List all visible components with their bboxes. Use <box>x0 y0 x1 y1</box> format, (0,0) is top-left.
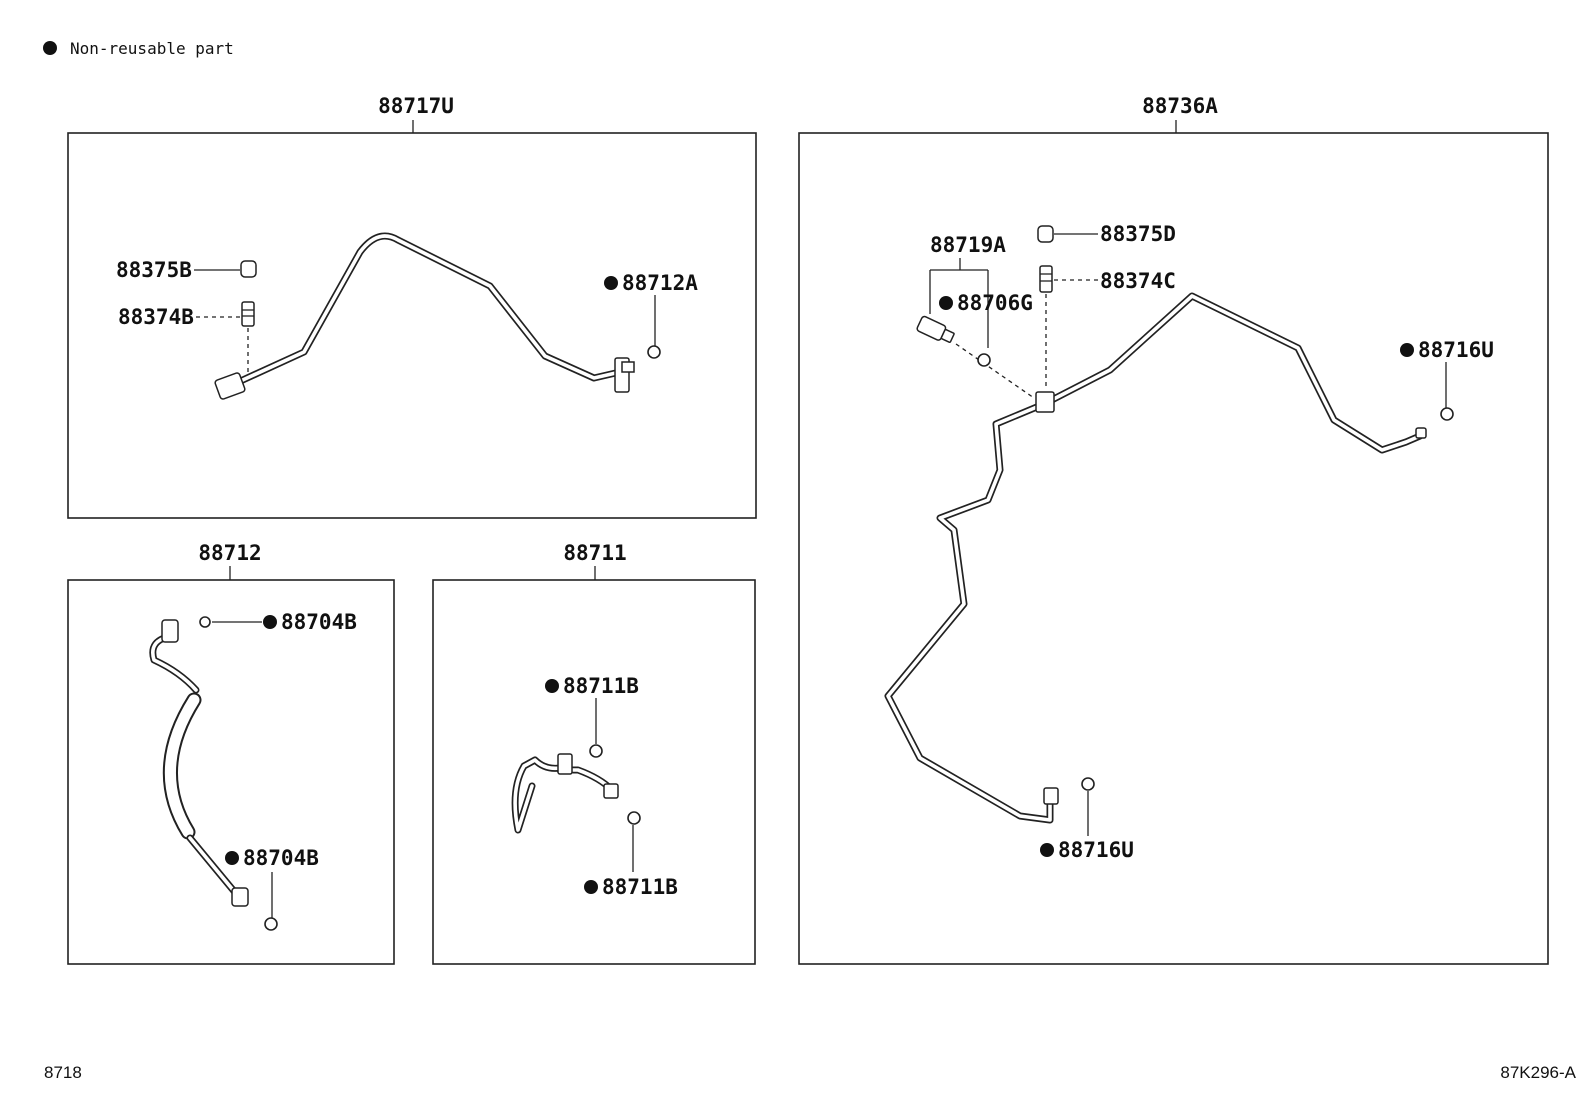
pipe-bracket-icon <box>1043 787 1059 805</box>
pipe-end-fitting-icon <box>214 372 246 400</box>
label-88711B-top[interactable]: 88711B <box>563 674 639 698</box>
label-88374C[interactable]: 88374C <box>1100 269 1176 293</box>
o-ring-icon <box>627 811 641 825</box>
liquid-tube-long <box>884 292 1424 824</box>
o-ring-icon <box>199 616 211 628</box>
figure-number: 8718 <box>44 1063 82 1082</box>
hose-end-fitting-icon <box>161 619 179 643</box>
hose-end-fitting-icon <box>231 887 249 907</box>
illustration-code: 87K296-A <box>1500 1063 1576 1082</box>
service-valve-core-icon <box>1039 265 1053 293</box>
pipe-bracket-icon <box>557 753 573 775</box>
label-88374B[interactable]: 88374B <box>118 305 194 329</box>
label-88716U-right[interactable]: 88716U <box>1418 338 1494 362</box>
group-label-88736A[interactable]: 88736A <box>1142 94 1218 118</box>
label-88716U-bottom[interactable]: 88716U <box>1058 838 1134 862</box>
non-reusable-dot-icon <box>939 296 953 310</box>
group-88712: 88712 88704B 88704B <box>67 541 395 965</box>
group-box-88736A <box>798 132 1549 965</box>
legend-text: Non-reusable part <box>70 39 234 58</box>
label-88375D[interactable]: 88375D <box>1100 222 1176 246</box>
label-88711B-bottom[interactable]: 88711B <box>602 875 678 899</box>
label-88719A[interactable]: 88719A <box>930 233 1006 257</box>
group-box-88717U <box>67 132 757 519</box>
non-reusable-dot-icon <box>263 615 277 629</box>
group-label-88711[interactable]: 88711 <box>563 541 626 565</box>
pressure-switch-icon <box>916 315 955 343</box>
group-88736A: 88736A 88375D 88374C 88719A 88 <box>798 94 1549 965</box>
group-label-88712[interactable]: 88712 <box>198 541 261 565</box>
pipe-end-fitting-icon <box>1415 427 1427 439</box>
service-valve-core-icon <box>241 301 255 327</box>
o-ring-icon <box>1440 407 1454 421</box>
non-reusable-dot-icon <box>1400 343 1414 357</box>
pipe-end-fitting-icon <box>603 783 619 799</box>
service-valve-cap-icon <box>240 260 257 278</box>
legend: Non-reusable part <box>43 39 234 58</box>
o-ring-icon <box>264 917 278 931</box>
non-reusable-dot-icon <box>545 679 559 693</box>
group-88711: 88711 88711B 88711B <box>432 541 756 965</box>
label-88375B[interactable]: 88375B <box>116 258 192 282</box>
o-ring-icon <box>977 353 991 367</box>
service-port-block-icon <box>1035 391 1055 413</box>
non-reusable-dot-icon <box>43 41 57 55</box>
o-ring-icon <box>647 345 661 359</box>
label-88704B-bottom[interactable]: 88704B <box>243 846 319 870</box>
non-reusable-dot-icon <box>604 276 618 290</box>
group-box-88712 <box>67 579 395 965</box>
non-reusable-dot-icon <box>225 851 239 865</box>
service-valve-cap-icon <box>1037 225 1054 243</box>
non-reusable-dot-icon <box>1040 843 1054 857</box>
group-88717U: 88717U 88375B 88374B 88712A <box>67 94 757 519</box>
o-ring-icon <box>589 744 603 758</box>
label-88704B-top[interactable]: 88704B <box>281 610 357 634</box>
o-ring-icon <box>1081 777 1095 791</box>
group-label-88717U[interactable]: 88717U <box>378 94 454 118</box>
label-88706G[interactable]: 88706G <box>957 291 1033 315</box>
group-box-88711 <box>432 579 756 965</box>
label-88712A[interactable]: 88712A <box>622 271 698 295</box>
non-reusable-dot-icon <box>584 880 598 894</box>
